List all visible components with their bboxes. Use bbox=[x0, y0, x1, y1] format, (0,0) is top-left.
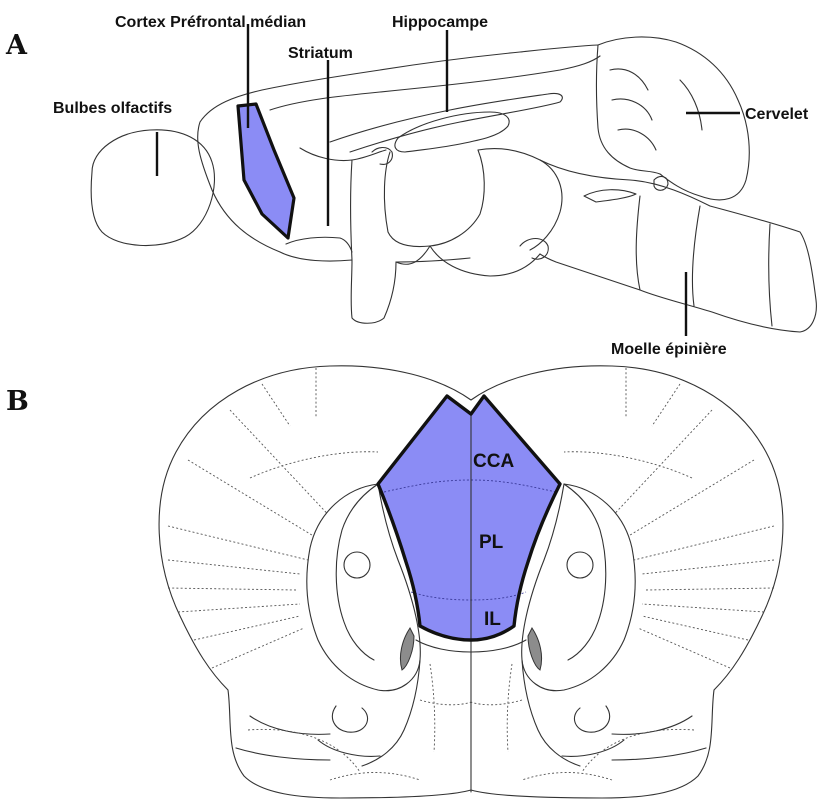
pons-region bbox=[430, 246, 540, 276]
cerebellum-shape bbox=[597, 37, 750, 200]
label-striatum: Striatum bbox=[288, 45, 353, 62]
panel-a-letter: A bbox=[5, 30, 28, 61]
label-il: IL bbox=[484, 609, 501, 630]
label-hippocampus: Hippocampe bbox=[392, 14, 488, 31]
label-mpfc: Cortex Préfrontal médian bbox=[115, 14, 306, 31]
cerebellum-folia bbox=[610, 69, 702, 150]
cortex-inner-line bbox=[270, 56, 600, 110]
thalamus bbox=[384, 150, 484, 247]
medulla-divisions bbox=[636, 196, 772, 326]
label-olfactory-bulbs: Bulbes olfactifs bbox=[53, 100, 172, 117]
pons-curl bbox=[654, 177, 668, 191]
right-anterior-commissure bbox=[567, 552, 593, 578]
panel-b-letter: B bbox=[6, 386, 29, 417]
label-cerebellum: Cervelet bbox=[745, 106, 809, 123]
panel-a: A bbox=[5, 14, 816, 358]
label-cca: CCA bbox=[473, 451, 514, 472]
sagittal-brain-outline bbox=[91, 37, 816, 332]
aqueduct bbox=[584, 190, 636, 202]
mpfc-highlight bbox=[238, 104, 294, 238]
striatum-boundary bbox=[286, 148, 386, 260]
olfactory-bulb-shape bbox=[91, 130, 214, 246]
label-spinal-cord: Moelle épinière bbox=[611, 341, 727, 358]
left-anterior-commissure bbox=[344, 552, 370, 578]
label-pl: PL bbox=[479, 532, 504, 553]
panel-b: B CCA PL IL bbox=[6, 366, 783, 798]
